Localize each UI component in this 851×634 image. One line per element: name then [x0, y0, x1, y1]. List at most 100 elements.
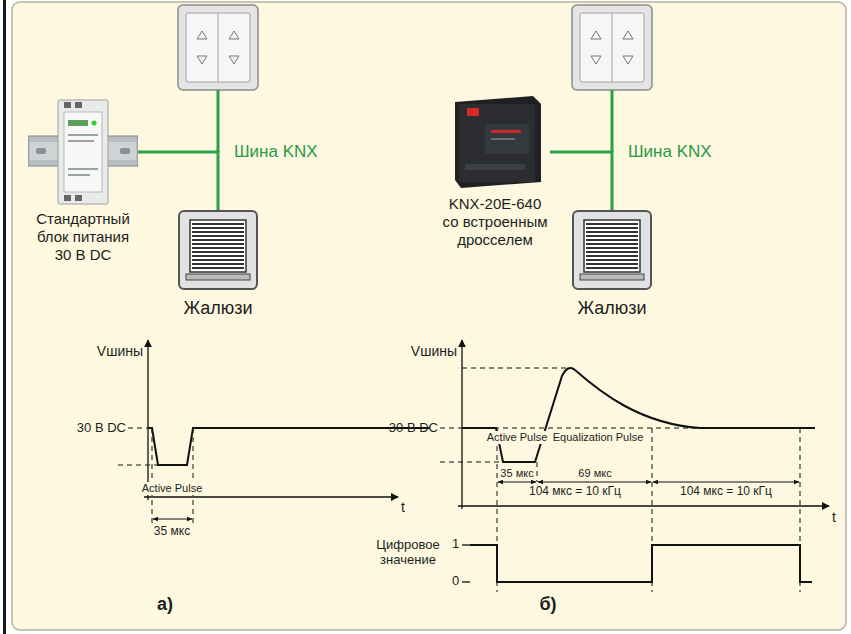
power-supply-picture: [75, 102, 82, 108]
voltage-graph-a: [153, 519, 192, 520]
blinds-picture: [190, 220, 246, 272]
device-caption: KNX-20E-640 со встроенным дросселем: [442, 195, 548, 249]
left-bar: [3, 0, 6, 634]
period-label: 104 мкс = 10 кГц: [680, 485, 772, 499]
power-supply-picture: [491, 130, 521, 133]
bus-line: [550, 152, 612, 210]
blinds-picture: [573, 211, 651, 289]
voltage-graph-b: [470, 545, 812, 582]
axis-label: t: [401, 499, 405, 515]
power-supply-picture: [455, 96, 541, 188]
switch-icon: [229, 31, 239, 39]
panel-frame: [12, 2, 846, 630]
switch-icon: [612, 13, 613, 82]
level-value: 1: [452, 537, 459, 552]
power-supply-picture: [64, 102, 71, 108]
blinds-picture: [586, 224, 638, 268]
switch-icon: [591, 31, 601, 39]
bus-line: [138, 152, 218, 210]
pulse-label: Active Pulse: [486, 431, 549, 444]
axis-label: t: [832, 509, 836, 525]
switch-icon: [178, 5, 258, 90]
voltage-graph-a: [147, 340, 148, 500]
voltage-graph-b: [462, 581, 470, 582]
power-supply-picture: [64, 195, 71, 201]
duration-label: 35 мкс: [499, 467, 534, 480]
voltage-graph-a: [148, 428, 430, 465]
power-supply-picture: [459, 104, 535, 182]
blinds-picture: [580, 274, 644, 280]
switch-icon: [178, 5, 258, 90]
power-supply-picture: [64, 112, 102, 192]
power-supply-picture: [92, 121, 97, 126]
blinds-picture: [186, 274, 250, 280]
power-supply-picture: [68, 134, 98, 136]
power-supply-picture: [68, 174, 90, 176]
power-supply-picture: [75, 195, 82, 201]
switch-icon: [580, 13, 644, 82]
digital-axis-label: Цифровое значение: [368, 538, 448, 568]
figure-label: а): [157, 594, 173, 615]
period-label: 104 мкс = 10 кГц: [529, 485, 621, 499]
voltage-graph-b: [458, 505, 829, 506]
voltage-graph-a: [118, 340, 430, 523]
blinds-picture: [179, 211, 257, 289]
voltage-graph-b: [537, 462, 538, 482]
power-supply-picture: [491, 138, 515, 140]
power-supply-picture: [36, 148, 46, 154]
level-value: 0: [452, 574, 459, 589]
duration-label: 35 мкс: [154, 525, 190, 539]
power-supply-picture: [68, 140, 94, 142]
level-label: 30 В DC: [77, 421, 126, 436]
power-supply-picture: [445, 94, 545, 189]
voltage-graph-b: [440, 462, 505, 463]
voltage-graph-b: [462, 368, 815, 462]
power-supply-picture: [465, 164, 525, 170]
duration-label: 69 мкс: [578, 467, 611, 480]
device-caption: Стандартный блок питания 30 В DC: [33, 210, 133, 264]
power-supply-picture: [120, 148, 130, 154]
level-label: 30 В DC: [389, 421, 438, 436]
voltage-graph-b: [653, 482, 799, 483]
voltage-graph-b: [440, 340, 829, 592]
switch-icon: [572, 5, 652, 90]
power-supply-picture: [68, 120, 88, 126]
voltage-graph-b: [461, 340, 462, 509]
blinds-picture: [584, 220, 640, 272]
voltage-graph-b: [538, 482, 651, 483]
voltage-graph-b: [462, 544, 470, 545]
switch-icon: [623, 31, 633, 39]
blinds-actuator: Жалюзи: [562, 210, 662, 320]
bus-wire: [611, 90, 614, 152]
pulse-label: Equalization Pulse: [553, 431, 644, 444]
switch-icon: [186, 13, 250, 82]
power-supply-picture: [68, 168, 98, 170]
blinds-actuator: Жалюзи: [168, 210, 268, 320]
switch-icon: [197, 31, 207, 39]
bus-wire: [217, 90, 220, 152]
voltage-graph-b: [498, 482, 536, 483]
device-caption: Жалюзи: [168, 298, 268, 320]
voltage-graph-a: [152, 428, 153, 523]
blinds-picture: [178, 210, 258, 290]
bus-label: Шина KNX: [628, 142, 712, 162]
device-caption: Жалюзи: [562, 298, 662, 320]
voltage-graph-b: [462, 368, 568, 369]
voltage-graph-a: [128, 428, 148, 429]
switch-icon: [229, 56, 239, 64]
axis-label: Vшины: [411, 343, 457, 359]
axis-label: Vшины: [97, 343, 143, 359]
knx-power-supply: KNX-20E-640 со встроенным дросселем: [440, 94, 550, 249]
switch-icon: [623, 56, 633, 64]
power-supply: Стандартный блок питания 30 В DC: [28, 98, 138, 264]
pulse-label: Active Pulse: [141, 482, 204, 495]
blinds-picture: [192, 224, 244, 268]
power-supply-picture: [485, 124, 529, 154]
blinds-picture: [572, 210, 652, 290]
voltage-graph-a: [193, 428, 194, 523]
power-supply-picture: [58, 100, 108, 204]
bus-label: Шина KNX: [234, 142, 318, 162]
switch-icon: [218, 13, 219, 82]
switch-icon: [591, 56, 601, 64]
